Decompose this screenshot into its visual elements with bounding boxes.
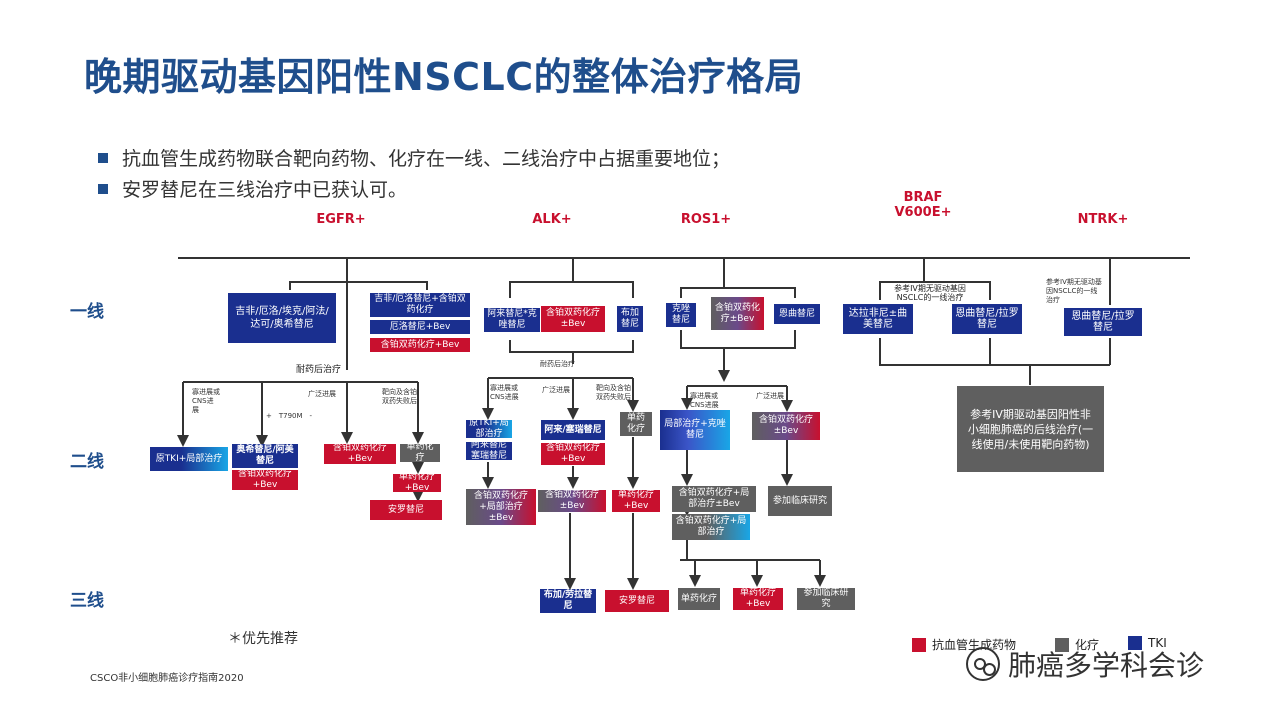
ros1-wide-note: 广泛进展: [756, 392, 784, 400]
egfr-first-tki-box: 吉非/厄洛/埃克/阿法/达可/奥希替尼: [228, 293, 336, 343]
ros1-third-single-bev-box: 单药化疗+Bev: [733, 588, 783, 610]
priority-note: ＊优先推荐: [228, 631, 298, 647]
legend-item-anti: 抗血管生成药物: [912, 636, 1016, 653]
column-header-braf: BRAF V600E+: [894, 190, 952, 220]
egfr-second-chemo-bev-b-box: 含铂双药化疗+Bev: [324, 444, 396, 464]
column-header-alk: ALK+: [532, 212, 572, 227]
ros1-third-single-box: 单药化疗: [678, 588, 720, 610]
ros1-third-trial-box: 参加临床研究: [797, 588, 855, 610]
egfr-second-osim-box: 奥希替尼/阿美替尼: [232, 444, 298, 468]
bullet-item: 安罗替尼在三线治疗中已获认可。: [98, 173, 730, 204]
ros1-first-chemo-box: 含铂双药化疗±Bev: [711, 297, 764, 330]
alk-first-chemo-box: 含铂双药化疗±Bev: [541, 306, 605, 332]
ros1-slow-note: 寡进展或CNS进展: [690, 392, 719, 409]
egfr-second-chemo-bev-a-box: 含铂双药化疗+Bev: [232, 470, 298, 490]
egfr-t790m-note: + T790M -: [266, 412, 313, 420]
braf-first-dab-box: 达拉非尼±曲美替尼: [843, 304, 913, 334]
ros1-second-local-box: 局部治疗+克唑替尼: [660, 410, 730, 450]
bullet-square-icon: [98, 183, 108, 194]
legend-item-tki: TKI: [1128, 636, 1167, 650]
legend-swatch: [1055, 637, 1069, 652]
braf-first-entre-box: 恩曲替尼/拉罗替尼: [952, 304, 1022, 334]
egfr-second-local-box: 原TKI+局部治疗: [150, 447, 228, 471]
legend-swatch: [1128, 636, 1142, 650]
watermark: 肺癌多学科会诊: [966, 644, 1204, 684]
alk-second-single-bev-box: 单药化疗+Bev: [612, 490, 660, 512]
egfr-wide-note: 广泛进展: [308, 390, 336, 398]
line-label-first: 一线: [70, 302, 104, 322]
alk-second-chemo2-box: 含铂双药化疗±Bev: [538, 490, 606, 512]
alk-slow-note: 寡进展或CNS进展: [490, 384, 519, 401]
bullet-item: 抗血管生成药物联合靶向药物、化疗在一线、二线治疗中占据重要地位；: [98, 142, 730, 173]
bullet-list: 抗血管生成药物联合靶向药物、化疗在一线、二线治疗中占据重要地位； 安罗替尼在三线…: [98, 142, 730, 204]
egfr-second-single-box: 单药化疗: [400, 444, 440, 462]
alk-wide-note: 广泛进展: [542, 386, 570, 394]
egfr-fail-note: 靶向及含铂双药失败后: [382, 388, 417, 405]
alk-second-local-box: 原TKI+局部治疗: [466, 420, 512, 438]
egfr-resist-label: 耐药后治疗: [296, 365, 342, 375]
alk-third-bri-box: 布加/劳拉替尼: [540, 589, 596, 613]
column-header-egfr: EGFR+: [316, 212, 366, 227]
ros1-second-trial-box: 参加临床研究: [768, 486, 832, 516]
line-label-third: 三线: [70, 591, 104, 611]
ros1-second-chemo-bev-box: 含铂双药化疗±Bev: [752, 412, 820, 440]
alk-third-anlo-box: 安罗替尼: [605, 590, 669, 612]
legend-swatch: [912, 637, 926, 652]
egfr-first-bev-box: 厄洛替尼+Bev: [370, 320, 470, 334]
egfr-slow-note: 寡进展或CNS进展: [192, 388, 220, 414]
bullet-square-icon: [98, 152, 108, 163]
braf-note: 参考IV期无驱动基因NSCLC的一线治疗: [894, 284, 966, 302]
alk-second-alec-box: 阿来替尼塞瑞替尼: [466, 442, 512, 460]
ros1-first-entre-box: 恩曲替尼: [774, 304, 820, 324]
legend-item-chemo: 化疗: [1055, 636, 1099, 653]
ntrk-first-entre-box: 恩曲替尼/拉罗替尼: [1064, 308, 1142, 336]
source-citation: CSCO非小细胞肺癌诊疗指南2020: [90, 673, 244, 684]
ntrk-note: 参考IV期无驱动基因NSCLC的一线治疗: [1046, 278, 1102, 304]
ros1-second-combo1-box: 含铂双药化疗+局部治疗±Bev: [672, 486, 756, 512]
page-title: 晚期驱动基因阳性NSCLC的整体治疗格局: [84, 55, 804, 99]
egfr-first-combo-box: 吉非/厄洛替尼+含铂双药化疗: [370, 293, 470, 317]
egfr-third-anlo-box: 安罗替尼: [370, 500, 442, 520]
egfr-second-single-bev-box: 单药化疗+Bev: [393, 474, 441, 492]
egfr-first-chemo-bev-box: 含铂双药化疗+Bev: [370, 338, 470, 352]
alk-second-single-box: 单药化疗: [620, 412, 652, 436]
ros1-first-crizo-box: 克唑替尼: [666, 303, 696, 327]
wechat-icon: [966, 647, 1000, 681]
shared-later-line-box: 参考IV期驱动基因阳性非小细胞肺癌的后线治疗(一线使用/未使用靶向药物): [957, 386, 1104, 472]
alk-second-combo-box: 含铂双药化疗+局部治疗±Bev: [466, 489, 536, 525]
alk-resist-label: 耐药后治疗: [540, 360, 575, 368]
column-header-ntrk: NTRK+: [1077, 212, 1129, 227]
alk-fail-note: 靶向及含铂双药失败后: [596, 384, 631, 401]
alk-first-tki-box: 阿来替尼*克唑替尼: [484, 308, 540, 332]
line-label-second: 二线: [70, 452, 104, 472]
alk-first-bri-box: 布加替尼: [617, 306, 643, 332]
alk-second-chemo-bev-box: 含铂双药化疗+Bev: [541, 443, 605, 465]
column-header-ros1: ROS1+: [680, 212, 732, 227]
alk-second-cer-box: 阿来/塞瑞替尼: [541, 420, 605, 440]
ros1-second-combo2-box: 含铂双药化疗+局部治疗: [672, 514, 750, 540]
